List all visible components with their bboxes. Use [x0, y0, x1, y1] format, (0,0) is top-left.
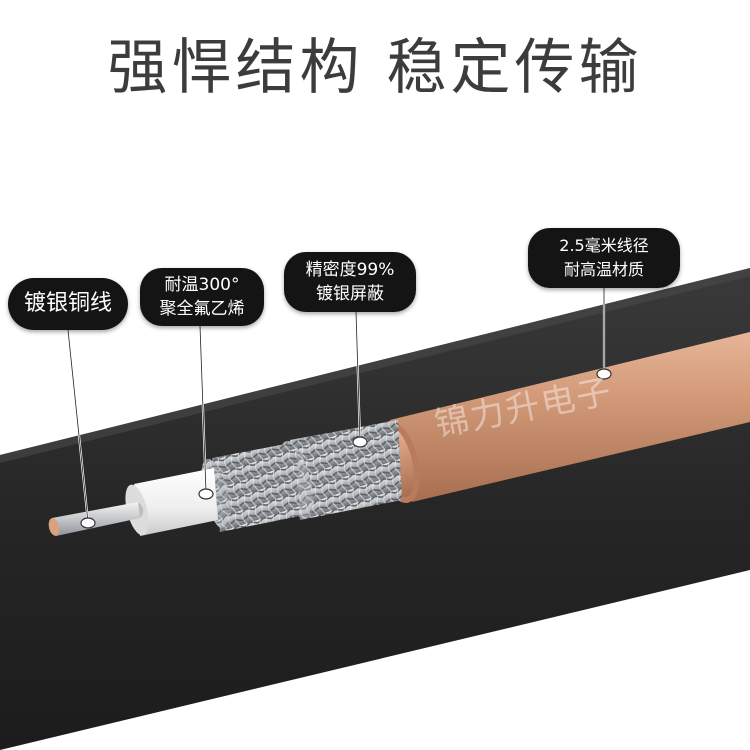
callout-shield: 精密度99% 镀银屏蔽	[284, 252, 416, 312]
callout-conductor: 镀银铜线	[8, 278, 128, 330]
callout-dielectric: 耐温300° 聚全氟乙烯	[140, 268, 264, 326]
headline: 强悍结构 稳定传输	[107, 33, 643, 103]
callout-shield-line2: 镀银屏蔽	[316, 284, 384, 304]
callout-jacket-line2: 耐高温材质	[563, 260, 644, 279]
pointer-dielectric	[198, 325, 214, 500]
band-highlight	[0, 268, 750, 463]
callout-jacket-line1: 2.5毫米线径	[559, 236, 649, 255]
callout-dielectric-line1: 耐温300°	[164, 275, 240, 295]
center-conductor	[48, 502, 140, 536]
callout-dielectric-line2: 聚全氟乙烯	[159, 299, 245, 319]
callout-shield-line1: 精密度99%	[305, 260, 395, 280]
pointer-conductor	[66, 329, 96, 529]
callout-conductor-label: 镀银铜线	[23, 291, 112, 316]
pointer-shield	[352, 311, 368, 448]
pointer-jacket	[596, 288, 612, 380]
callout-jacket: 2.5毫米线径 耐高温材质	[528, 228, 680, 288]
